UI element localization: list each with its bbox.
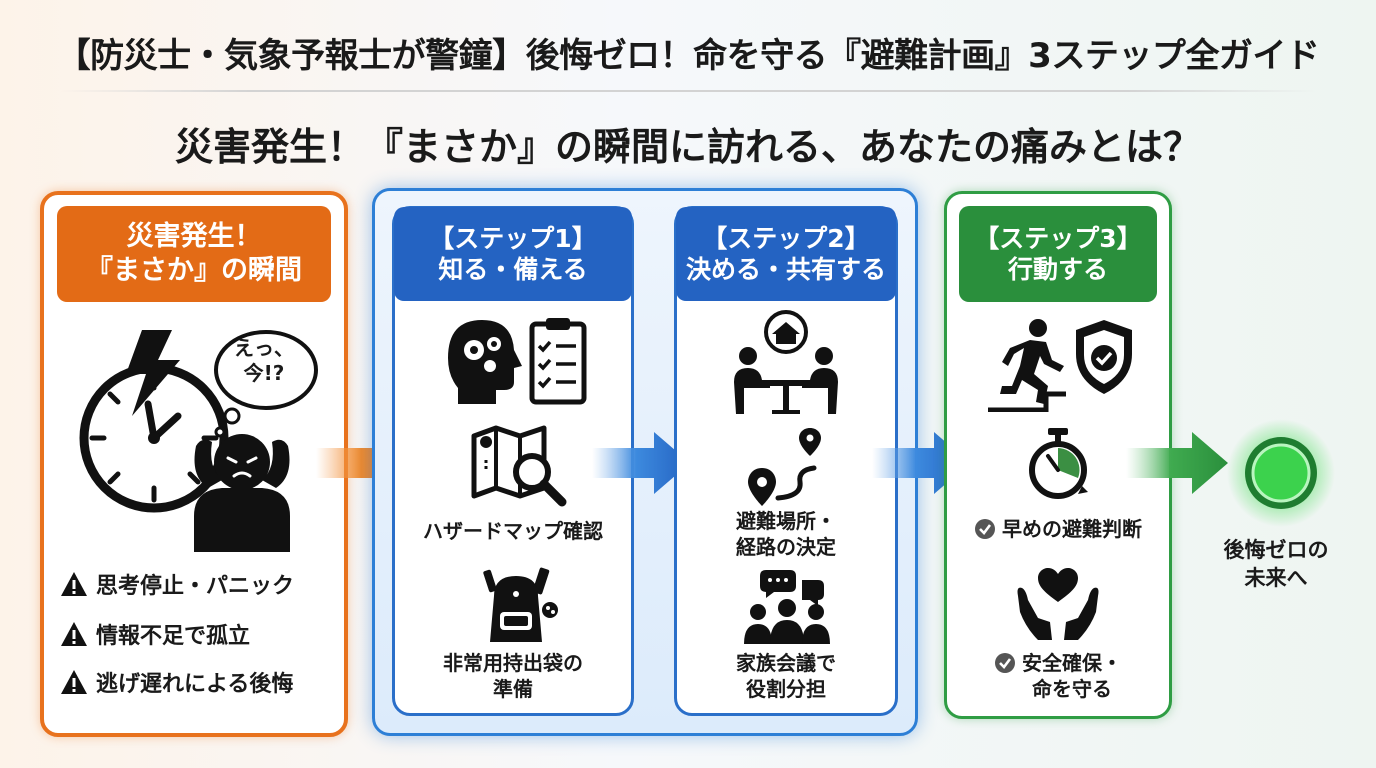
step3-item2: 安全確保・ 命を守る (946, 650, 1170, 702)
step1-header: 【ステップ1】 知る・備える (394, 207, 632, 301)
step1-item2-line1: 非常用持出袋の (443, 651, 583, 675)
step3-item1: 早めの避難判断 (946, 516, 1170, 542)
step3-header-line2: 行動する (1007, 255, 1108, 284)
page-subtitle: 災害発生！『まさか』の瞬間に訪れる、あなたの痛みとは？ (174, 125, 1201, 169)
goal-circle-icon (1227, 419, 1335, 527)
stopwatch-icon (1029, 428, 1088, 499)
thought-line2: 今!? (243, 361, 285, 385)
emergency-backpack-icon (483, 567, 558, 642)
step2-item2-label: 家族会議で 役割分担 (676, 650, 896, 702)
pain-item: 逃げ遅れによる後悔 (60, 666, 350, 698)
warning-icon (61, 572, 87, 596)
speech-bubble-icon (760, 570, 796, 598)
disaster-header: 災害発生！ 『まさか』の瞬間 (57, 206, 331, 302)
shield-check-icon (1076, 320, 1132, 394)
step2-header-line2: 決める・共有する (685, 255, 886, 284)
thought-text: えっ、 今!? (202, 336, 326, 386)
panic-illustration (79, 330, 318, 552)
map-pin-icon (799, 428, 821, 456)
goal-line2: 未来へ (1244, 566, 1308, 591)
step1-item2-line2: 準備 (493, 677, 533, 701)
hazard-map-icon (471, 425, 567, 507)
warning-icon (61, 670, 87, 694)
magnifier-icon (513, 453, 567, 507)
lightning-icon (126, 330, 180, 416)
step3-item2-line2: 命を守る (1032, 677, 1112, 701)
pain-text: 情報不足で孤立 (96, 624, 251, 649)
goal-label: 後悔ゼロの 未来へ (1196, 536, 1356, 593)
step3-action-icons (988, 319, 1132, 412)
step1-item2-label: 非常用持出袋の 準備 (394, 650, 632, 702)
family-meeting-icon (744, 570, 830, 644)
pain-text: 思考停止・パニック (96, 574, 295, 599)
panicking-person-icon (194, 434, 290, 552)
running-person-icon (1000, 319, 1064, 404)
evacuation-route-icon (748, 428, 821, 506)
thought-bubble (214, 330, 318, 438)
title-divider (60, 90, 1316, 92)
pain-item: 情報不足で孤立 (60, 618, 350, 650)
step1-header-line1: 【ステップ1】 (429, 223, 597, 253)
pain-item: 思考停止・パニック (60, 568, 350, 600)
step2-item1-label: 避難場所・ 経路の決定 (676, 508, 896, 560)
step3-item2-line1: 安全確保・ (1022, 651, 1122, 675)
family-planning-icon (734, 310, 838, 414)
goal-line1: 後悔ゼロの (1223, 538, 1329, 562)
thought-line1: えっ、 (234, 336, 294, 360)
step1-header-line2: 知る・備える (438, 255, 588, 284)
step2-header: 【ステップ2】 決める・共有する (676, 207, 896, 301)
check-circle-icon (975, 519, 995, 539)
flow-arrow-icon (1126, 432, 1228, 494)
checklist-icon (529, 318, 587, 405)
step3-item1-label: 早めの避難判断 (1002, 517, 1142, 541)
heart-icon (1038, 568, 1078, 602)
pain-text: 逃げ遅れによる後悔 (96, 672, 294, 697)
step2-item1-line2: 経路の決定 (736, 535, 836, 559)
step3-header: 【ステップ3】 行動する (959, 206, 1157, 302)
check-circle-icon (995, 653, 1015, 673)
step2-header-line1: 【ステップ2】 (702, 223, 870, 253)
heart-hands-icon (1017, 568, 1099, 640)
flow-arrow-icon (592, 432, 690, 494)
page-title: 【防災士・気象予報士が警鐘】後悔ゼロ！命を守る『避難計画』3ステップ全ガイド (56, 36, 1320, 76)
step2-item2-line2: 役割分担 (746, 677, 826, 701)
warning-icon (61, 622, 87, 646)
house-icon (764, 310, 808, 354)
disaster-header-line2: 『まさか』の瞬間 (86, 255, 302, 286)
step1-knowledge-icons (448, 318, 587, 405)
step2-item1-line1: 避難場所・ (736, 509, 836, 533)
step2-item2-line1: 家族会議で (736, 651, 836, 675)
disaster-header-line1: 災害発生！ (126, 221, 262, 253)
step3-header-line1: 【ステップ3】 (974, 223, 1142, 253)
step1-item1-label: ハザードマップ確認 (423, 519, 603, 543)
speech-bubble-icon (802, 580, 824, 606)
brain-gear-head-icon (448, 320, 522, 404)
